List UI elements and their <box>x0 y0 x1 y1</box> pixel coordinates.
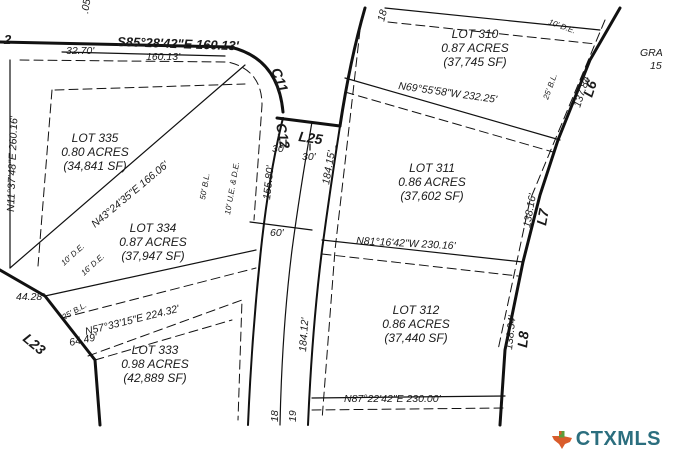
bearing-n57: N57°33'15"E 224.32' <box>84 303 182 338</box>
line-l6-label: L6 <box>580 78 600 99</box>
lot-311-sf: (37,602 SF) <box>400 189 463 203</box>
lot-335-label: LOT 335 0.80 ACRES (34,841 SF) <box>61 131 129 173</box>
lot-334-333-line <box>44 249 257 297</box>
grantor-fragment-text-2: 15 <box>650 60 662 72</box>
lot-311-312-line <box>321 239 524 263</box>
setback-334-333 <box>61 267 257 319</box>
setback-de10-b: 10' D.E. <box>59 242 86 268</box>
lot-333-name: LOT 333 <box>132 343 179 357</box>
lot-312-sf: (37,440 SF) <box>384 331 447 345</box>
lot-334-acres: 0.87 ACRES <box>119 235 187 249</box>
lot-312-south-line <box>311 395 506 399</box>
lot-335-sf: (34,841 SF) <box>63 159 126 173</box>
setback-333-outer <box>94 319 233 361</box>
dist-60: 60' <box>270 227 285 239</box>
curve-c12-label: C12 <box>273 122 293 150</box>
line-l25-label: L25 <box>298 128 324 147</box>
setback-bl25-a: 25' B.L. <box>541 72 559 101</box>
lot-310-top-line <box>384 7 601 31</box>
line-l25 <box>275 116 342 128</box>
east-boundary-line <box>498 6 622 427</box>
road-centerline <box>279 121 313 426</box>
ctxmls-logo-text: CTXMLS <box>575 428 661 450</box>
lot-311-name: LOT 311 <box>409 161 455 175</box>
edge-number-top-18: 18 <box>375 8 390 23</box>
lot-335-334-line <box>9 64 246 269</box>
setback-east-rear <box>497 19 606 351</box>
bearing-n11: N11°37'48"E 260.16' <box>5 115 20 212</box>
lot-310-sf: (37,745 SF) <box>443 55 506 69</box>
lot-310-name: LOT 310 <box>452 27 499 41</box>
lot-311-acres: 0.86 ACRES <box>398 175 466 189</box>
bearing-n81: N81°16'42"W 230.16' <box>356 235 457 252</box>
line-l7-label: L7 <box>533 206 552 226</box>
setback-311-312 <box>321 253 519 277</box>
dist-160-13: 160.13' <box>146 51 181 63</box>
road-row-east <box>307 125 341 426</box>
line-l23-label: L23 <box>20 330 49 358</box>
setback-bl25-b: 25' B.L. <box>60 300 89 322</box>
north-boundary-line <box>0 40 232 49</box>
setback-de10-a: 10' D.E. <box>547 17 577 35</box>
setback-east-front <box>321 29 361 421</box>
setback-310-311 <box>344 91 554 153</box>
dim-160-line <box>61 51 226 57</box>
lot-312-label: LOT 312 0.86 ACRES (37,440 SF) <box>382 303 450 345</box>
ctxmls-logo: CTXMLS <box>551 428 661 451</box>
lot-312-name: LOT 312 <box>393 303 440 317</box>
dist-155-80: 155.80' <box>261 164 277 200</box>
lot-311-label: LOT 311 0.86 ACRES (37,602 SF) <box>398 161 466 203</box>
edge-number-18: 18 <box>269 410 281 422</box>
curve-c11-line <box>228 45 285 114</box>
dist-32-70: 32.70' <box>66 45 95 57</box>
boundary-call-text: S85°28'42"E 160.13' <box>117 34 240 53</box>
setback-333-inner <box>87 299 243 421</box>
setback-de16: 16' D.E. <box>79 252 106 278</box>
edge-number-19: 19 <box>287 410 299 422</box>
lot-334-label: LOT 334 0.87 ACRES (37,947 SF) <box>119 221 187 263</box>
lot-335-acres: 0.80 ACRES <box>61 145 129 159</box>
line-l8-label: L8 <box>514 330 532 348</box>
lot-312-acres: 0.86 ACRES <box>382 317 450 331</box>
dist-184-12: 184.12' <box>297 316 311 352</box>
dist-64-49: 64.49' <box>68 331 99 349</box>
lot-310-west-boundary <box>338 6 367 128</box>
setback-335-outer <box>54 83 246 91</box>
dist-30-a: 30' <box>272 143 287 155</box>
road-row-west <box>247 117 284 426</box>
lot-333-label: LOT 333 0.98 ACRES (42,889 SF) <box>121 343 189 385</box>
bearing-n69: N69°55'58"W 232.25' <box>398 80 499 106</box>
texas-icon <box>551 430 572 449</box>
dist-184-15: 184.15' <box>320 149 338 186</box>
dist-44-28: 44.28' <box>16 291 45 303</box>
setback-ue-note: 10' U.E. & D.E. <box>223 161 241 215</box>
lot-335-name: LOT 335 <box>72 131 119 145</box>
dim-30-tick <box>285 139 337 153</box>
bearing-n87: N87°22'42"E 230.00' <box>344 393 442 405</box>
left-fragment-text: 2 <box>3 32 12 47</box>
setback-312-south <box>311 407 504 411</box>
dist-30-b: 30' <box>302 151 317 163</box>
lot-334-sf: (37,947 SF) <box>121 249 184 263</box>
lot-334-name: LOT 334 <box>130 221 177 235</box>
grantor-fragment-text: GRA <box>640 47 663 59</box>
lot-333-acres: 0.98 ACRES <box>121 357 189 371</box>
dist-138-34: 138.34' <box>503 314 519 350</box>
lot-333-sf: (42,889 SF) <box>123 371 186 385</box>
setback-335-west <box>37 89 53 267</box>
setback-bl50: 50' B.L. <box>198 172 212 200</box>
lot-310-top-setback <box>387 21 597 45</box>
curve-c11-label: C11 <box>268 66 292 95</box>
lot-310-acres: 0.87 ACRES <box>441 41 509 55</box>
lot-333-south-line <box>93 358 102 427</box>
lot-310-311-line <box>344 77 561 141</box>
dim-60-line <box>249 221 313 231</box>
lot-310-label: LOT 310 0.87 ACRES (37,745 SF) <box>441 27 509 69</box>
top-fragment-text: .05 <box>79 0 93 15</box>
setback-335-inner <box>19 59 263 221</box>
